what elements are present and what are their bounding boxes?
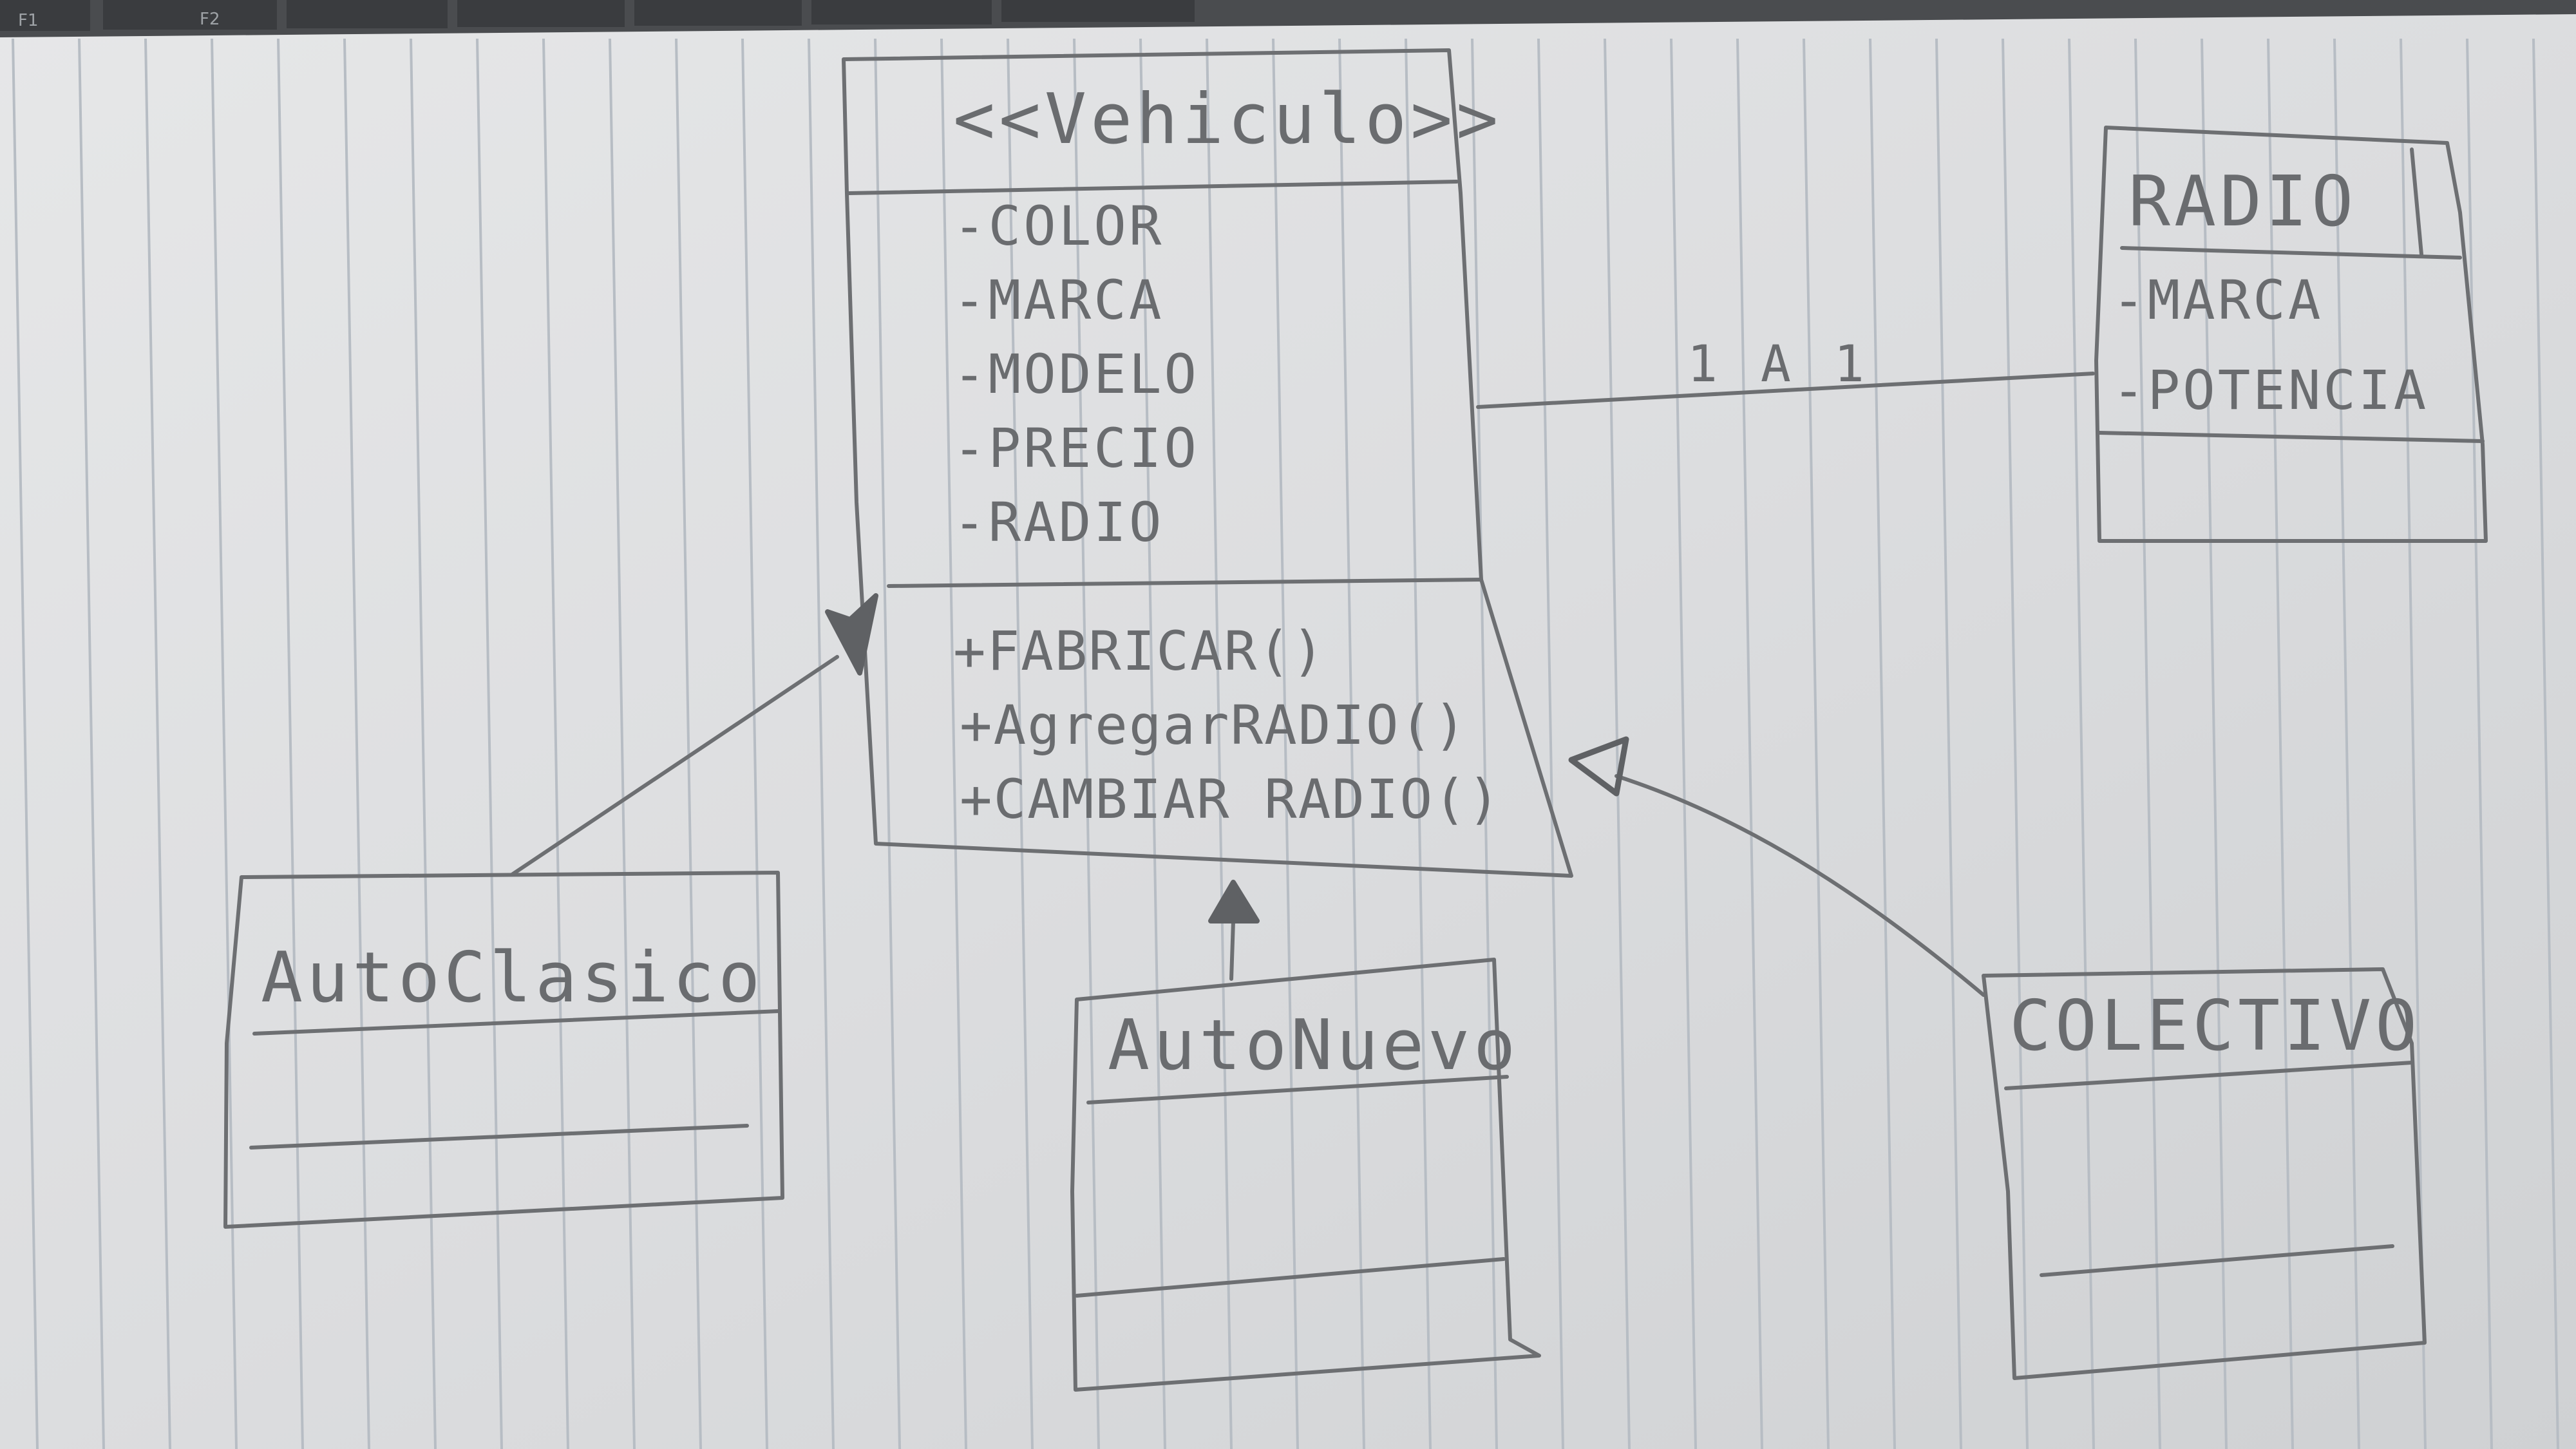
class-auto-clasico-name: AutoClasico: [261, 938, 764, 1018]
ruled-line: [874, 38, 901, 1449]
class-radio-tab: [2410, 147, 2423, 256]
vehiculo-attr-marca: -MARCA: [953, 269, 1164, 332]
ruled-line: [741, 38, 768, 1449]
ruled-line: [2267, 38, 2294, 1449]
inheritance-arrowhead-auto-clasico: [825, 593, 878, 676]
ruled-line: [1869, 38, 1896, 1449]
class-colectivo-attr-divider: [2040, 1244, 2394, 1277]
ruled-line: [542, 38, 569, 1449]
inheritance-line-auto-nuevo: [1229, 919, 1235, 981]
vehiculo-method-cambiar-radio: +CAMBIAR RADIO(): [960, 768, 1501, 831]
class-auto-nuevo-name-divider: [1086, 1075, 1509, 1104]
class-radio-outline: [2094, 126, 2488, 543]
inheritance-line-colectivo: [1615, 774, 1985, 997]
key-label-f2: F2: [200, 10, 220, 29]
ruled-line: [410, 38, 437, 1449]
ruled-line: [609, 38, 636, 1449]
class-radio-attr-divider: [2098, 431, 2485, 443]
class-auto-nuevo: AutoNuevo: [1070, 958, 1541, 1392]
ruled-line: [277, 38, 304, 1449]
ruled-line: [12, 38, 39, 1449]
ruled-line: [2466, 38, 2493, 1449]
ruled-line: [1206, 38, 1233, 1449]
ruled-line: [1670, 38, 1697, 1449]
ruled-line: [675, 38, 702, 1449]
vehiculo-method-agregar-radio: +AgregarRADIO(): [960, 694, 1468, 757]
ruled-line: [1338, 38, 1365, 1449]
ruled-line: [144, 38, 171, 1449]
class-vehiculo-name-divider: [847, 180, 1459, 195]
ruled-line: [78, 38, 105, 1449]
class-auto-nuevo-name: AutoNuevo: [1108, 1005, 1519, 1086]
ruled-line: [2068, 38, 2095, 1449]
vehiculo-attr-radio: -RADIO: [953, 491, 1164, 554]
class-auto-clasico-outline: [223, 871, 784, 1229]
inheritance-arrowhead-auto-nuevo: [1208, 880, 1260, 923]
ruled-line: [1272, 38, 1299, 1449]
ruled-line: [940, 38, 967, 1449]
class-radio-name: RADIO: [2128, 162, 2357, 242]
ruled-line: [1537, 38, 1564, 1449]
ruled-line: [2134, 38, 2161, 1449]
ruled-line: [211, 38, 238, 1449]
vehiculo-attr-modelo: -MODELO: [953, 343, 1199, 406]
class-vehiculo-name: <<Vehiculo>>: [953, 79, 1502, 160]
class-colectivo-name-divider: [2004, 1061, 2414, 1090]
inheritance-line-auto-clasico: [510, 655, 839, 876]
ruled-line: [1007, 38, 1034, 1449]
ruled-line: [2400, 38, 2427, 1449]
vehiculo-method-fabricar: +FABRICAR(): [953, 620, 1325, 683]
association-multiplicity: 1 A 1: [1687, 336, 1871, 393]
ruled-line: [1935, 38, 1962, 1449]
ruled-line: [343, 38, 370, 1449]
inheritance-arrowhead-colectivo: [1568, 736, 1629, 797]
class-auto-clasico-name-divider: [252, 1009, 781, 1036]
ruled-line: [1073, 38, 1100, 1449]
association-vehiculo-radio: 1 A 1: [1476, 336, 2095, 409]
class-vehiculo-outline: [842, 48, 1573, 878]
ruled-line: [1405, 38, 1432, 1449]
inheritance-auto-clasico: [510, 593, 878, 876]
ruled-line: [2532, 38, 2559, 1449]
radio-attr-potencia: -POTENCIA: [2112, 359, 2429, 422]
class-auto-clasico-attr-divider: [249, 1124, 749, 1150]
class-auto-nuevo-outline: [1070, 958, 1541, 1392]
ruled-line: [2002, 38, 2029, 1449]
class-radio-name-divider: [2120, 246, 2462, 260]
ruled-line: [808, 38, 835, 1449]
ruled-line: [1803, 38, 1830, 1449]
key-label-f1: F1: [18, 11, 39, 30]
class-colectivo-name: COLECTIVO: [2009, 986, 2421, 1066]
ruled-line: [1471, 38, 1498, 1449]
vehiculo-attr-precio: -PRECIO: [953, 417, 1199, 480]
ruled-line: [2333, 38, 2360, 1449]
class-auto-nuevo-attr-divider: [1075, 1257, 1506, 1298]
vehiculo-attr-color: -COLOR: [953, 194, 1164, 258]
class-vehiculo: <<Vehiculo>> -COLOR -MARCA -MODELO -PREC…: [842, 48, 1573, 878]
inheritance-auto-nuevo: [1208, 880, 1260, 981]
class-colectivo-outline: [1982, 967, 2427, 1380]
inheritance-colectivo: [1568, 736, 1985, 997]
class-colectivo: COLECTIVO: [1982, 967, 2427, 1380]
keyboard-edge: F1 F2: [0, 0, 2576, 37]
class-radio: RADIO -MARCA -POTENCIA: [2094, 126, 2488, 543]
ruled-line: [1139, 38, 1166, 1449]
radio-attr-marca: -MARCA: [2112, 269, 2323, 332]
class-vehiculo-attr-divider: [887, 578, 1483, 588]
class-auto-clasico: AutoClasico: [223, 871, 784, 1229]
ruled-line: [2201, 38, 2228, 1449]
association-line: [1476, 372, 2095, 409]
ruled-line: [1736, 38, 1763, 1449]
notebook-ruled-lines: [12, 38, 2559, 1449]
